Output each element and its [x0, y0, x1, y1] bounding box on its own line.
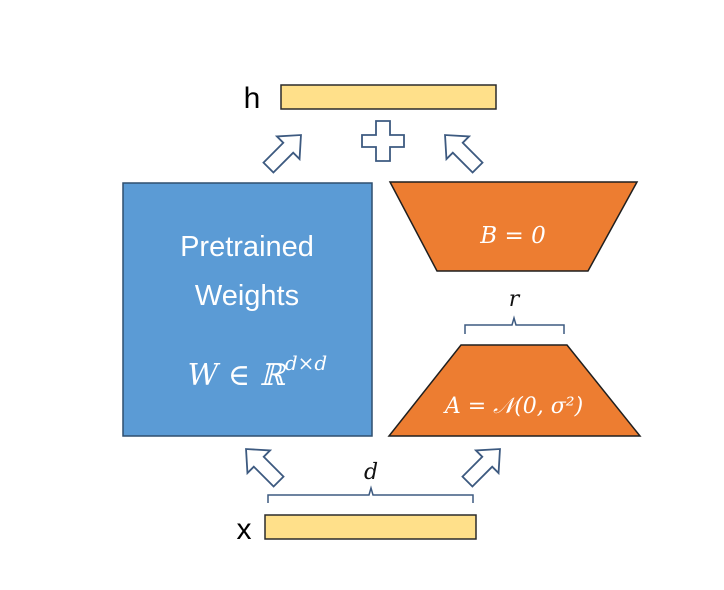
output-label: h [244, 82, 261, 115]
rank-brace [464, 315, 565, 334]
block-arrow-icon [262, 134, 302, 174]
block-arrow-icon [444, 134, 484, 174]
rank-label: r [509, 287, 521, 312]
input-label: x [237, 513, 252, 546]
block-arrow-icon [245, 448, 285, 488]
pretrained-title-line2: Weights [195, 280, 299, 312]
plus-icon [361, 120, 405, 162]
dim-brace [267, 485, 474, 503]
matrix-a-block [387, 344, 642, 437]
matrix-b-label: B = 0 [479, 223, 545, 249]
matrix-b-block [388, 181, 639, 272]
dim-label: d [364, 460, 378, 485]
block-arrow-icon [461, 448, 501, 488]
pretrained-weights-block [122, 182, 373, 437]
matrix-a-label: A = 𝒩(0, σ²) [443, 394, 583, 419]
input-vector [264, 514, 477, 540]
weight-space-superscript: d×d [285, 351, 327, 375]
weight-space-math: W ∈ ℝ [187, 358, 286, 393]
output-vector [280, 84, 497, 110]
pretrained-title-line1: Pretrained [180, 231, 314, 263]
